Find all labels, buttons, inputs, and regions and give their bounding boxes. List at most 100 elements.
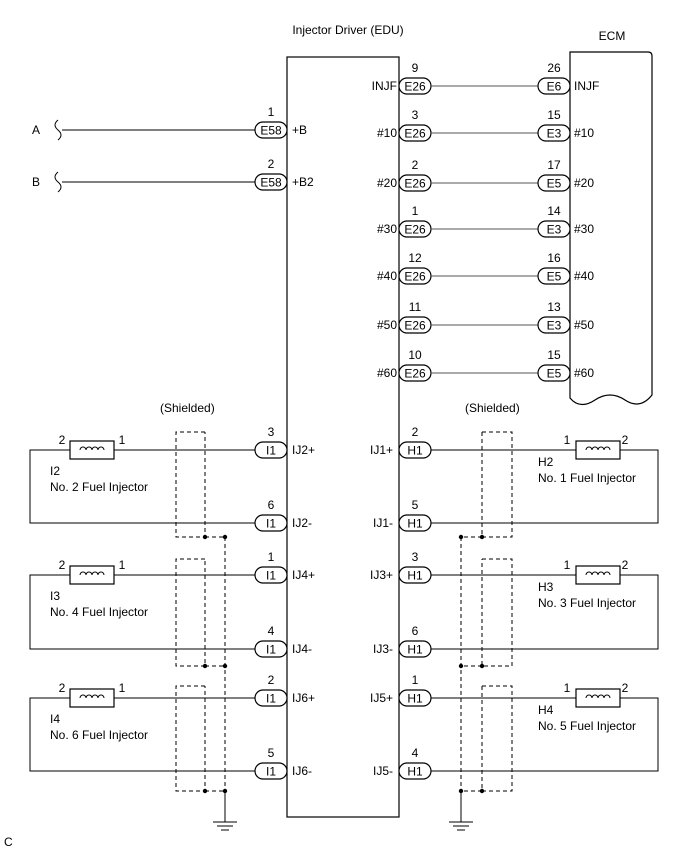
injector-name: No. 2 Fuel Injector — [50, 480, 148, 494]
coil-pin-number: 1 — [119, 558, 126, 572]
corner-label: C — [4, 835, 13, 849]
injector-coil-icon-winding — [585, 446, 611, 451]
connector-E58-body — [254, 121, 288, 139]
pin-number: 16 — [547, 251, 561, 265]
pin-number: 3 — [268, 425, 275, 439]
connector-H1-body — [398, 566, 432, 584]
pin-number: 2 — [268, 157, 275, 171]
terminal-label: IJ5- — [373, 764, 393, 778]
connector-E26: E26 — [398, 77, 432, 95]
injector-name: No. 3 Fuel Injector — [538, 596, 636, 610]
connector-H1: H1 — [398, 514, 432, 532]
external-line-label: B — [32, 175, 40, 189]
edu-terminal-label: #20 — [377, 176, 397, 190]
injector-code: H4 — [538, 703, 554, 717]
connector-E5-body — [537, 267, 571, 285]
connector-E3-label: E3 — [547, 319, 562, 333]
pin-number: 1 — [412, 673, 419, 687]
pin-number: 13 — [547, 300, 561, 314]
connector-H1-body — [398, 689, 432, 707]
connector-I1: I1 — [254, 514, 288, 532]
connector-E58-label: E58 — [260, 176, 282, 190]
connector-I1-label: I1 — [266, 692, 276, 706]
injector-code: I4 — [50, 712, 60, 726]
connector-I1-body — [254, 566, 288, 584]
injector-coil-icon — [575, 440, 621, 460]
connector-E3-body — [537, 124, 571, 142]
connector-E58: E58 — [254, 121, 288, 139]
injector-return-wire — [29, 697, 255, 772]
connector-I1: I1 — [254, 566, 288, 584]
connector-H1-label: H1 — [407, 569, 423, 583]
pin-number: 2 — [412, 158, 419, 172]
connector-H1: H1 — [398, 640, 432, 658]
pin-number: 1 — [412, 204, 419, 218]
pin-number: 15 — [547, 348, 561, 362]
connector-E3-label: E3 — [547, 127, 562, 141]
connector-E5: E5 — [537, 364, 571, 382]
pin-number: 2 — [412, 425, 419, 439]
connector-H1: H1 — [398, 441, 432, 459]
connector-E3-body — [537, 220, 571, 238]
injector-name: No. 6 Fuel Injector — [50, 728, 148, 742]
connector-E5: E5 — [537, 174, 571, 192]
pin-number: 4 — [268, 624, 275, 638]
connector-H1-label: H1 — [407, 517, 423, 531]
ecm-terminal-label: #60 — [574, 366, 594, 380]
connector-E5-label: E5 — [547, 270, 562, 284]
connector-E26-label: E26 — [404, 223, 426, 237]
connector-E5-label: E5 — [547, 177, 562, 191]
connector-E26-label: E26 — [404, 319, 426, 333]
connector-E26: E26 — [398, 364, 432, 382]
terminal-label: +B2 — [292, 175, 314, 189]
injector-return-wire — [29, 574, 255, 650]
injector-name: No. 4 Fuel Injector — [50, 605, 148, 619]
coil-pin-number: 1 — [564, 681, 571, 695]
ecm-terminal-label: #50 — [574, 318, 594, 332]
connector-E26-label: E26 — [404, 367, 426, 381]
coil-pin-number: 1 — [119, 433, 126, 447]
ecm-box — [569, 51, 653, 406]
shield-junction — [479, 788, 485, 794]
break-mark — [54, 171, 62, 193]
injector-code: I3 — [50, 589, 60, 603]
shield-outline — [175, 685, 206, 792]
shield-outline — [481, 431, 513, 538]
injector-coil-icon — [575, 565, 621, 585]
connector-H1-body — [398, 762, 432, 780]
pin-number: 5 — [412, 498, 419, 512]
connector-E6: E6 — [537, 77, 571, 95]
pin-number: 9 — [412, 61, 419, 75]
external-line-2: B E58 2 +B2 — [32, 157, 314, 193]
pin-number: 11 — [409, 300, 422, 314]
ground-symbol-right — [449, 790, 473, 831]
terminal-label: IJ1+ — [370, 443, 393, 457]
connector-H1: H1 — [398, 762, 432, 780]
connector-E58: E58 — [254, 173, 288, 191]
injector-coil-icon — [69, 565, 115, 585]
connector-E26: E26 — [398, 174, 432, 192]
pin-number: 1 — [268, 105, 275, 119]
connector-E3: E3 — [537, 124, 571, 142]
connector-I1: I1 — [254, 689, 288, 707]
coil-pin-number: 1 — [119, 681, 126, 695]
connector-E3: E3 — [537, 316, 571, 334]
connector-I1-label: I1 — [266, 444, 276, 458]
pin-number: 10 — [408, 348, 422, 362]
shield-junction — [202, 788, 208, 794]
injector-coil-icon-winding — [585, 571, 611, 576]
edu-terminal-label: #60 — [377, 366, 397, 380]
shielded-label-left: (Shielded) — [160, 401, 215, 415]
connector-I1-body — [254, 762, 288, 780]
ecm-terminal-label: #30 — [574, 222, 594, 236]
connector-H1-body — [398, 514, 432, 532]
coil-pin-number: 1 — [564, 433, 571, 447]
injector-name: No. 5 Fuel Injector — [538, 719, 636, 733]
terminal-label: IJ5+ — [370, 691, 393, 705]
